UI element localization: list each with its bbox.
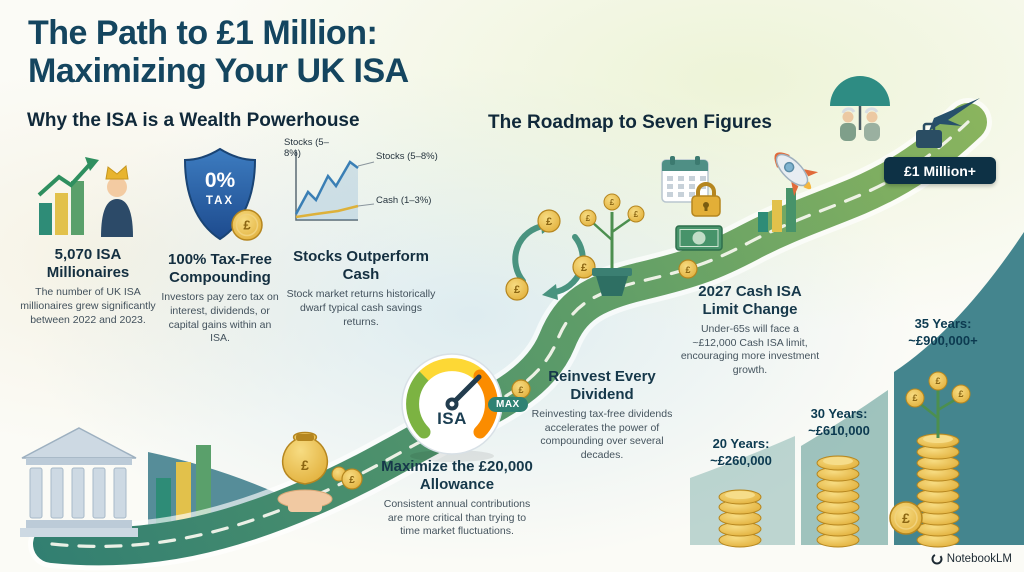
card-title: 5,070 ISA Millionaires xyxy=(46,246,130,281)
projection-value: ~£900,000+ xyxy=(908,332,978,348)
roadmap-header: The Roadmap to Seven Figures xyxy=(488,112,772,133)
projection-35-years: 35 Years: ~£900,000+ xyxy=(893,316,993,350)
milestone-reinvest-dividend: Reinvest Every Dividend Reinvesting tax-… xyxy=(527,368,677,463)
card-body: Investors pay zero tax on interest, divi… xyxy=(161,291,279,345)
plant-coin-symbol: £ xyxy=(912,393,917,403)
projection-value: ~£260,000 xyxy=(710,452,772,468)
gauge-isa-label: ISA xyxy=(437,409,467,428)
cycle-coin-symbol: £ xyxy=(581,262,587,274)
rocket-icon xyxy=(774,152,819,197)
projection-label: 35 Years: xyxy=(914,316,972,331)
milestone-title: Reinvest Every Dividend xyxy=(548,368,656,403)
cycle-coin-symbol: £ xyxy=(514,284,520,296)
notebooklm-logo-icon xyxy=(931,553,943,565)
milestone-body: Consistent annual contributions are more… xyxy=(383,498,531,538)
card-body: The number of UK ISA millionaires grew s… xyxy=(20,286,156,326)
plane-icon xyxy=(929,98,980,131)
millionaire-growth-icon xyxy=(37,157,133,237)
projection-30-years: 30 Years: ~£610,000 xyxy=(791,406,887,440)
shield-tax-label: TAX xyxy=(205,195,233,207)
calendar-icon xyxy=(661,156,709,203)
card-title: Stocks Outperform Cash xyxy=(293,248,429,283)
chart-label-stocks: Stocks (5–8%) xyxy=(376,151,438,162)
goal-badge: £1 Million+ xyxy=(884,157,996,184)
plant-coin-symbol: £ xyxy=(935,376,940,386)
chart-label-cash: Cash (1–3%) xyxy=(376,195,432,206)
banknote-icon xyxy=(675,225,723,251)
page-title: The Path to £1 Million: Maximizing Your … xyxy=(28,14,409,90)
stocks-cash-chart: Stocks (5–8%) Stocks (5–8%) Cash (1–3%) xyxy=(282,137,440,242)
road-coin-symbol: £ xyxy=(518,385,523,395)
left-section-header: Why the ISA is a Wealth Powerhouse xyxy=(27,110,360,131)
shield-percent-label: 0% xyxy=(204,169,235,192)
card-tax-free: 0% TAX £ 100% Tax-Free Compounding Inves… xyxy=(158,145,282,346)
road-coins: £ £ £ xyxy=(341,259,698,490)
coin-stack-20-years xyxy=(718,489,762,548)
cycle-coin-symbol: £ xyxy=(546,216,552,228)
card-stocks-vs-cash: Stocks (5–8%) Stocks (5–8%) Cash (1–3%) … xyxy=(282,137,440,329)
milestone-title: 2027 Cash ISA Limit Change xyxy=(698,283,802,318)
retirement-couple-icon xyxy=(830,76,890,141)
reinvest-cycle-icon: £ £ £ xyxy=(505,209,596,301)
large-coin-icon: £ xyxy=(889,501,923,535)
growth-mini-bars xyxy=(758,188,796,232)
hand-icon xyxy=(277,489,333,512)
title-line-1: The Path to £1 Million: xyxy=(28,14,378,52)
milestone-body: Under-65s will face a ~£12,000 Cash ISA … xyxy=(680,323,820,376)
gauge-max-badge: MAX xyxy=(488,397,528,412)
isa-gauge-icon xyxy=(401,353,503,462)
plant-coin-symbol: £ xyxy=(586,214,591,223)
card-body: Stock market returns historically dwarf … xyxy=(286,288,436,328)
title-line-2: Maximizing Your UK ISA xyxy=(28,52,409,91)
coin-stack-35-years xyxy=(916,433,960,548)
lock-icon xyxy=(691,182,721,217)
money-bag-symbol: £ xyxy=(301,457,309,473)
plant-coin-symbol: £ xyxy=(610,198,615,207)
suitcase-icon xyxy=(916,122,942,148)
milestone-2027-limit-change: 2027 Cash ISA Limit Change Under-65s wil… xyxy=(680,283,820,378)
card-title: 100% Tax-Free Compounding xyxy=(168,251,272,286)
milestone-maximize-allowance: Maximize the £20,000 Allowance Consisten… xyxy=(378,458,536,539)
projection-label: 30 Years: xyxy=(810,406,868,421)
chart-label-stocks-top: Stocks (5–8%) xyxy=(284,137,329,159)
coin-stack-30-years xyxy=(816,455,860,548)
milestone-body: Reinvesting tax-free dividends accelerat… xyxy=(531,408,673,461)
watermark-text: NotebookLM xyxy=(946,553,1012,565)
stocks-cash-chart-icon xyxy=(294,150,375,221)
coin-plant-icon: £ £ £ xyxy=(905,371,971,438)
plant-coin-symbol: £ xyxy=(958,389,963,399)
road-coin-symbol: £ xyxy=(685,265,690,275)
shield-coin-symbol: £ xyxy=(243,218,251,233)
bank-icon xyxy=(20,427,138,537)
watermark: NotebookLM xyxy=(931,553,1012,565)
projection-20-years: 20 Years: ~£260,000 xyxy=(693,436,789,470)
tax-shield-icon: 0% TAX £ xyxy=(183,147,263,241)
dividend-plant-icon: £ £ £ xyxy=(579,193,645,296)
projection-value: ~£610,000 xyxy=(808,422,870,438)
plant-coin-symbol: £ xyxy=(634,210,639,219)
milestone-title: Maximize the £20,000 Allowance xyxy=(381,458,533,493)
large-coin-symbol: £ xyxy=(902,510,910,526)
projection-label: 20 Years: xyxy=(712,436,770,451)
money-bag-icon: £ xyxy=(281,431,347,485)
road-coin-symbol: £ xyxy=(349,475,355,486)
card-isa-millionaires: 5,070 ISA Millionaires The number of UK … xyxy=(18,145,158,327)
